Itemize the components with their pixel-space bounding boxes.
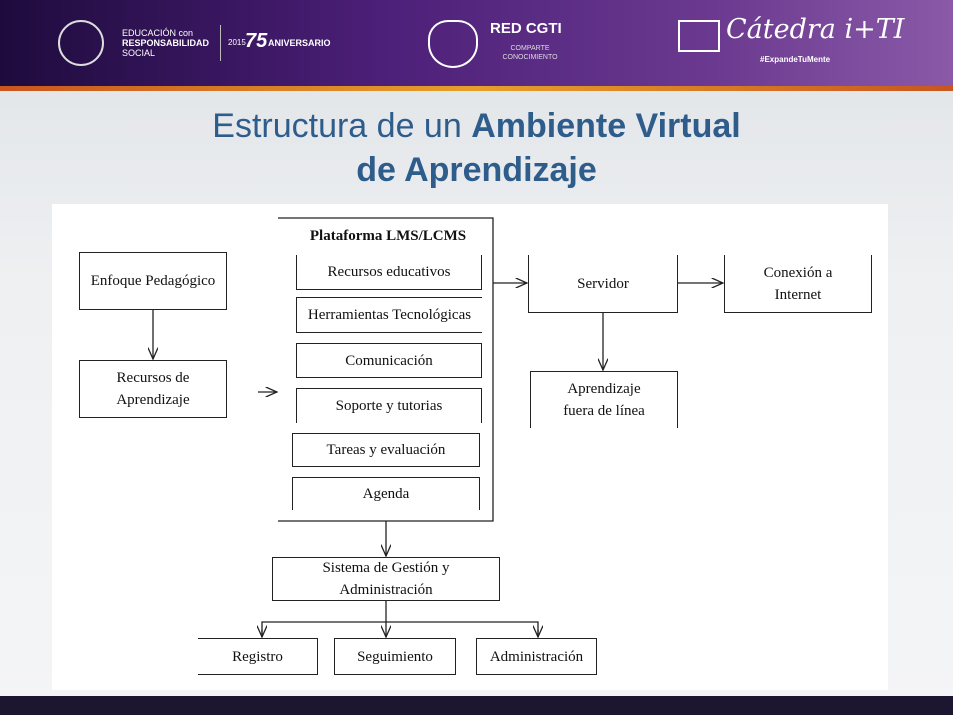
sistema-gestion-box: Sistema de Gestión y Administración: [272, 557, 500, 601]
registro-box: Registro: [198, 638, 318, 675]
plataforma-label: Plataforma LMS/LCMS: [309, 228, 467, 244]
header-banner: EDUCACIÓN con RESPONSABILIDAD SOCIAL 201…: [0, 0, 953, 86]
conexion-internet-box: Conexión a Internet: [724, 255, 872, 313]
anniversary-label: ANIVERSARIO: [268, 38, 331, 48]
module-soporte: Soporte y tutorias: [296, 388, 482, 423]
anniversary-number: 75: [245, 30, 268, 52]
servidor-box: Servidor: [528, 255, 678, 313]
university-seal-icon: [58, 20, 104, 66]
slide-title: Estructura de un Ambiente Virtual de Apr…: [212, 107, 741, 189]
module-tareas: Tareas y evaluación: [292, 433, 480, 467]
red-cgti-people-icon: [428, 20, 478, 68]
footer-bar: [0, 696, 953, 715]
red-cgti-title: RED CGTI: [490, 20, 562, 37]
seguimiento-box: Seguimiento: [334, 638, 456, 675]
catedra-title: Cátedra i+TI: [726, 14, 905, 45]
module-recursos-educativos: Recursos educativos: [296, 255, 482, 290]
univ-line3: SOCIAL: [122, 48, 156, 58]
hashtag: #ExpandeTuMente: [760, 55, 831, 64]
accent-stripe: [0, 86, 953, 91]
administracion-box: Administración: [476, 638, 597, 675]
presentation-board-icon: [678, 20, 720, 52]
module-comunicacion: Comunicación: [296, 343, 482, 378]
divider: [220, 25, 221, 61]
recursos-aprendizaje-box: Recursos de Aprendizaje: [79, 360, 227, 418]
univ-line2: RESPONSABILIDAD: [122, 38, 210, 48]
univ-line1: EDUCACIÓN con: [122, 28, 194, 38]
year: 2015: [228, 38, 246, 47]
module-agenda: Agenda: [292, 477, 480, 510]
module-herramientas: Herramientas Tecnológicas: [296, 297, 482, 333]
aprendizaje-offline-box: Aprendizaje fuera de línea: [530, 371, 678, 428]
enfoque-pedagogico-box: Enfoque Pedagógico: [79, 252, 227, 310]
university-logo-text: EDUCACIÓN con RESPONSABILIDAD SOCIAL: [122, 28, 209, 58]
